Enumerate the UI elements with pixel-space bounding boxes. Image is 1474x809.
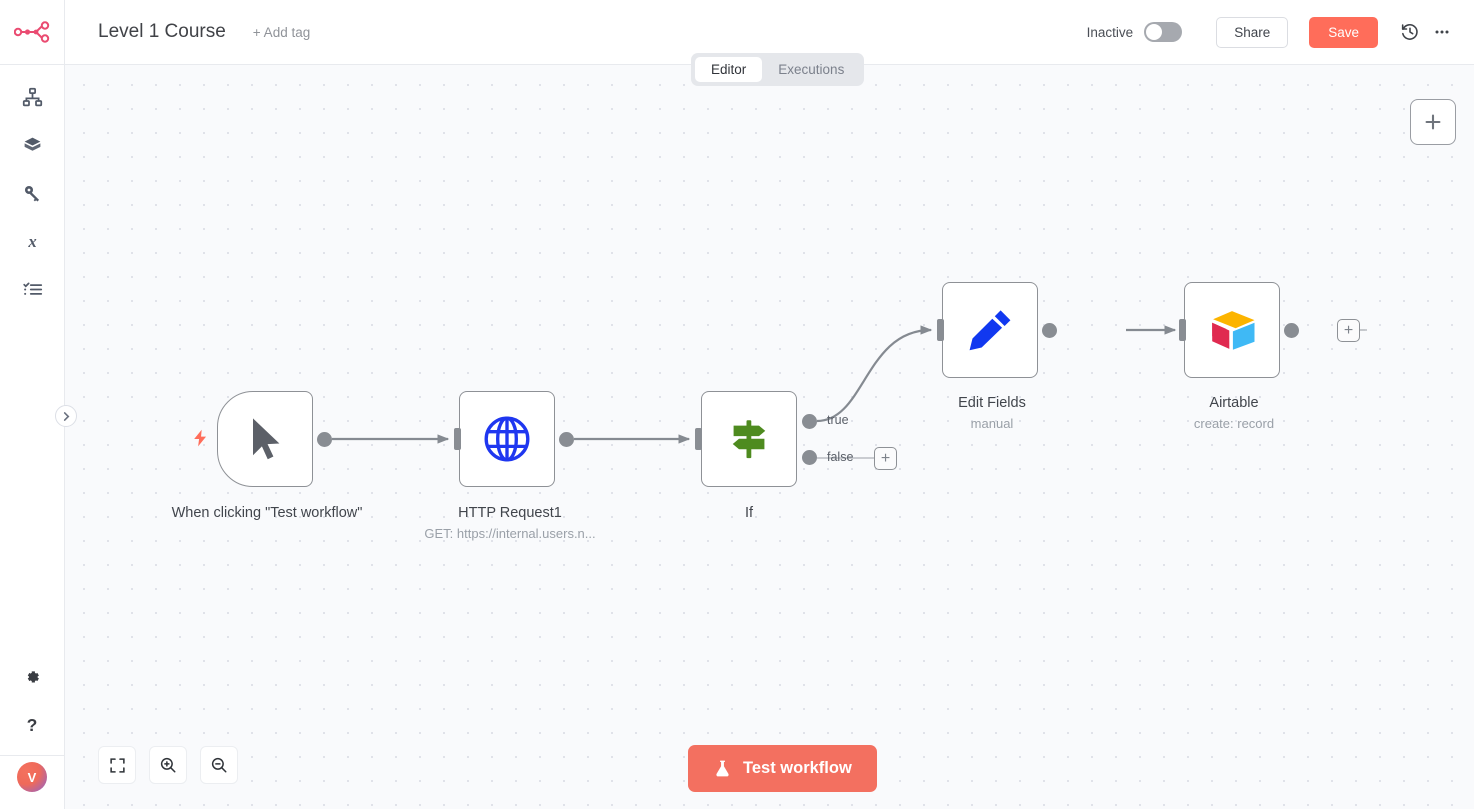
add-node-button[interactable] (1410, 99, 1456, 145)
output-port-edit-fields[interactable] (1042, 323, 1057, 338)
templates-box-icon (24, 137, 40, 151)
add-node-false-branch-button[interactable]: + (874, 447, 897, 470)
toggle-knob (1146, 24, 1163, 40)
input-port-edit-fields (937, 319, 944, 341)
svg-text:x: x (27, 231, 36, 250)
settings-gear-icon (27, 671, 39, 683)
credentials-key-icon (24, 185, 39, 202)
variables-x-icon: x (27, 231, 36, 250)
plus-icon (1425, 114, 1441, 130)
tab-executions[interactable]: Executions (778, 62, 845, 77)
node-if[interactable] (701, 391, 797, 487)
sidebar-item-workflows[interactable] (8, 73, 56, 121)
activation-toggle[interactable] (1144, 22, 1183, 42)
mouse-cursor-icon (253, 418, 280, 460)
globe-icon (484, 416, 530, 462)
trigger-badge (191, 425, 210, 456)
tab-editor[interactable]: Editor (695, 57, 763, 82)
sidebar-expand-button[interactable] (55, 405, 77, 427)
fit-to-view-button[interactable] (98, 746, 136, 784)
workflows-sitemap-icon (22, 87, 42, 106)
sidebar-divider (0, 755, 65, 756)
share-button[interactable]: Share (1216, 16, 1289, 48)
output-port-if-false[interactable] (802, 450, 817, 465)
node-edit-fields[interactable] (942, 282, 1038, 378)
help-question-icon: ? (27, 715, 38, 735)
save-button[interactable]: Save (1309, 16, 1378, 48)
activation-status-label: Inactive (1086, 24, 1134, 40)
output-port-airtable[interactable] (1284, 323, 1299, 338)
workflow-history-button[interactable] (1394, 16, 1426, 48)
workflow-canvas[interactable]: When clicking "Test workflow" HTTP Reque… (65, 65, 1474, 809)
input-port-if (695, 428, 702, 450)
zoom-controls (98, 746, 238, 784)
node-http-request1[interactable] (459, 391, 555, 487)
executions-list-icon (22, 282, 42, 295)
input-port-airtable (1179, 319, 1186, 341)
zoom-out-button[interactable] (200, 746, 238, 784)
sidebar-bottom: ? V (0, 653, 65, 809)
chevron-right-icon (63, 411, 69, 421)
node-airtable[interactable] (1184, 282, 1280, 378)
ellipsis-icon (1435, 30, 1449, 34)
connector-if-true-to-edit-fields (816, 325, 933, 423)
lightning-bolt-icon (194, 429, 207, 447)
sidebar-item-settings[interactable] (8, 653, 56, 701)
zoom-out-icon (211, 757, 227, 773)
test-workflow-label: Test workflow (743, 759, 852, 777)
top-header: Level 1 Course + Add tag Inactive Share … (65, 0, 1474, 65)
header-actions: Inactive Share Save (1087, 16, 1474, 48)
flask-icon (716, 760, 729, 777)
more-options-button[interactable] (1426, 16, 1458, 48)
airtable-icon (1212, 311, 1255, 350)
output-port-http[interactable] (559, 432, 574, 447)
fit-to-view-icon (109, 757, 125, 773)
branch-label-false: false (827, 450, 854, 464)
output-port-trigger[interactable] (317, 432, 332, 447)
add-node-after-airtable-button[interactable]: + (1337, 319, 1360, 342)
svg-text:?: ? (27, 715, 38, 735)
left-sidebar: x ? (0, 0, 65, 809)
sidebar-nav: x (8, 73, 56, 313)
sidebar-item-templates[interactable] (8, 121, 56, 169)
user-avatar[interactable]: V (17, 762, 47, 792)
app-logo[interactable] (0, 0, 65, 65)
zoom-in-button[interactable] (149, 746, 187, 784)
history-clock-icon (1401, 23, 1418, 40)
output-port-if-true[interactable] (802, 414, 817, 429)
pencil-icon (969, 310, 1011, 351)
sidebar-item-executions[interactable] (8, 265, 56, 313)
zoom-in-icon (160, 757, 176, 773)
node-when-clicking-test-workflow[interactable] (217, 391, 313, 487)
branch-label-true: true (827, 413, 849, 427)
add-tag-button[interactable]: + Add tag (252, 24, 311, 40)
test-workflow-button[interactable]: Test workflow (688, 745, 877, 792)
editor-tabs: Editor Executions (691, 53, 865, 86)
input-port-http (454, 428, 461, 450)
sidebar-item-variables[interactable]: x (8, 217, 56, 265)
sidebar-item-credentials[interactable] (8, 169, 56, 217)
sidebar-item-help[interactable]: ? (8, 701, 56, 749)
n8n-logo-icon (14, 21, 50, 43)
workflow-title[interactable]: Level 1 Course (98, 21, 226, 42)
signpost-icon (732, 420, 766, 459)
